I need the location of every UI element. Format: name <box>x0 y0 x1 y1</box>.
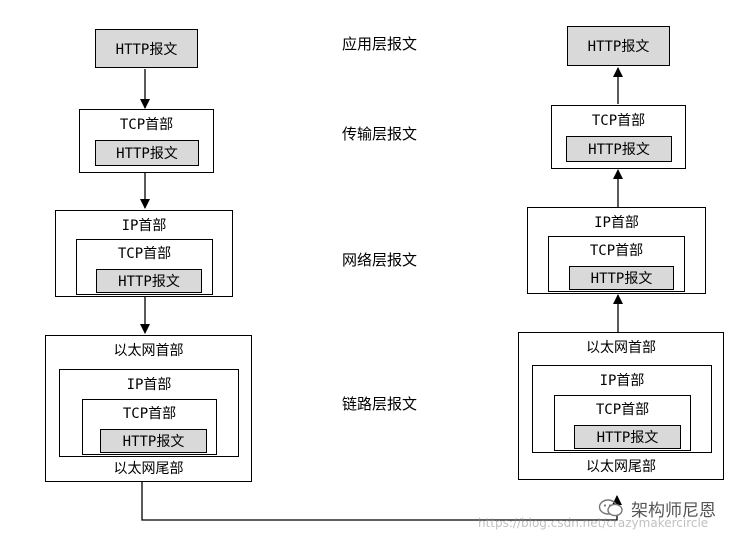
right-eth-tcp-box: TCP首部 HTTP报文 <box>554 395 691 451</box>
layer-label-application: 应用层报文 <box>342 35 418 53</box>
right-app-http-label: HTTP报文 <box>587 39 650 55</box>
left-app-http-box: HTTP报文 <box>95 29 198 68</box>
watermark-url: https://blog.csdn.net/crazymakercircle <box>478 516 709 530</box>
right-ip-http-box: HTTP报文 <box>569 266 674 290</box>
left-eth-tcp-box: TCP首部 HTTP报文 <box>82 399 217 455</box>
right-ethernet-frame: 以太网首部 IP首部 TCP首部 HTTP报文 以太网尾部 <box>518 332 724 480</box>
right-eth-http-box: HTTP报文 <box>574 425 681 449</box>
right-eth-tcp-header-label: TCP首部 <box>595 402 650 418</box>
left-tcp-segment: TCP首部 HTTP报文 <box>79 109 214 173</box>
layer-label-link: 链路层报文 <box>342 395 418 413</box>
right-app-http-box: HTTP报文 <box>567 26 670 66</box>
left-eth-http-box: HTTP报文 <box>100 429 207 453</box>
left-ip-packet: IP首部 TCP首部 HTTP报文 <box>55 210 233 297</box>
right-ip-packet: IP首部 TCP首部 HTTP报文 <box>527 207 706 294</box>
right-eth-http-label: HTTP报文 <box>596 430 659 446</box>
left-tcp-http-label: HTTP报文 <box>116 146 178 162</box>
right-tcp-http-label: HTTP报文 <box>588 142 650 158</box>
left-ip-http-label: HTTP报文 <box>118 274 180 290</box>
left-tcp-header-label: TCP首部 <box>119 117 174 133</box>
left-ip-tcp-box: TCP首部 HTTP报文 <box>76 239 213 295</box>
watermark-brand: 架构师尼恩 <box>631 501 716 521</box>
left-eth-tcp-header-label: TCP首部 <box>122 406 177 422</box>
transmission-line <box>141 482 622 521</box>
left-eth-trailer-label: 以太网尾部 <box>113 461 184 477</box>
right-eth-ip-box: IP首部 TCP首部 HTTP报文 <box>532 365 712 453</box>
layer-label-transport: 传输层报文 <box>342 125 418 143</box>
right-ip-header-label: IP首部 <box>594 215 639 231</box>
right-ip-http-label: HTTP报文 <box>590 271 653 287</box>
left-eth-header-label: 以太网首部 <box>113 343 184 359</box>
right-tcp-segment: TCP首部 HTTP报文 <box>551 105 686 169</box>
watermark-wechat-icon <box>598 498 624 518</box>
left-ethernet-frame: 以太网首部 IP首部 TCP首部 HTTP报文 以太网尾部 <box>45 335 252 482</box>
right-eth-ip-header-label: IP首部 <box>599 373 645 389</box>
left-app-http-label: HTTP报文 <box>115 41 178 58</box>
right-tcp-http-box: HTTP报文 <box>566 136 672 162</box>
left-ip-tcp-header-label: TCP首部 <box>117 246 172 262</box>
left-ip-http-box: HTTP报文 <box>96 269 202 293</box>
right-eth-header-label: 以太网首部 <box>586 340 656 356</box>
layer-label-network: 网络层报文 <box>342 251 418 269</box>
left-eth-ip-box: IP首部 TCP首部 HTTP报文 <box>59 369 239 457</box>
left-ip-header-label: IP首部 <box>121 218 167 234</box>
left-eth-http-label: HTTP报文 <box>122 434 185 450</box>
right-tcp-header-label: TCP首部 <box>591 113 646 129</box>
left-tcp-http-box: HTTP报文 <box>95 140 199 166</box>
right-ip-tcp-header-label: TCP首部 <box>589 243 644 259</box>
left-eth-ip-header-label: IP首部 <box>126 377 172 393</box>
right-ip-tcp-box: TCP首部 HTTP报文 <box>548 236 685 292</box>
right-eth-trailer-label: 以太网尾部 <box>586 459 656 475</box>
